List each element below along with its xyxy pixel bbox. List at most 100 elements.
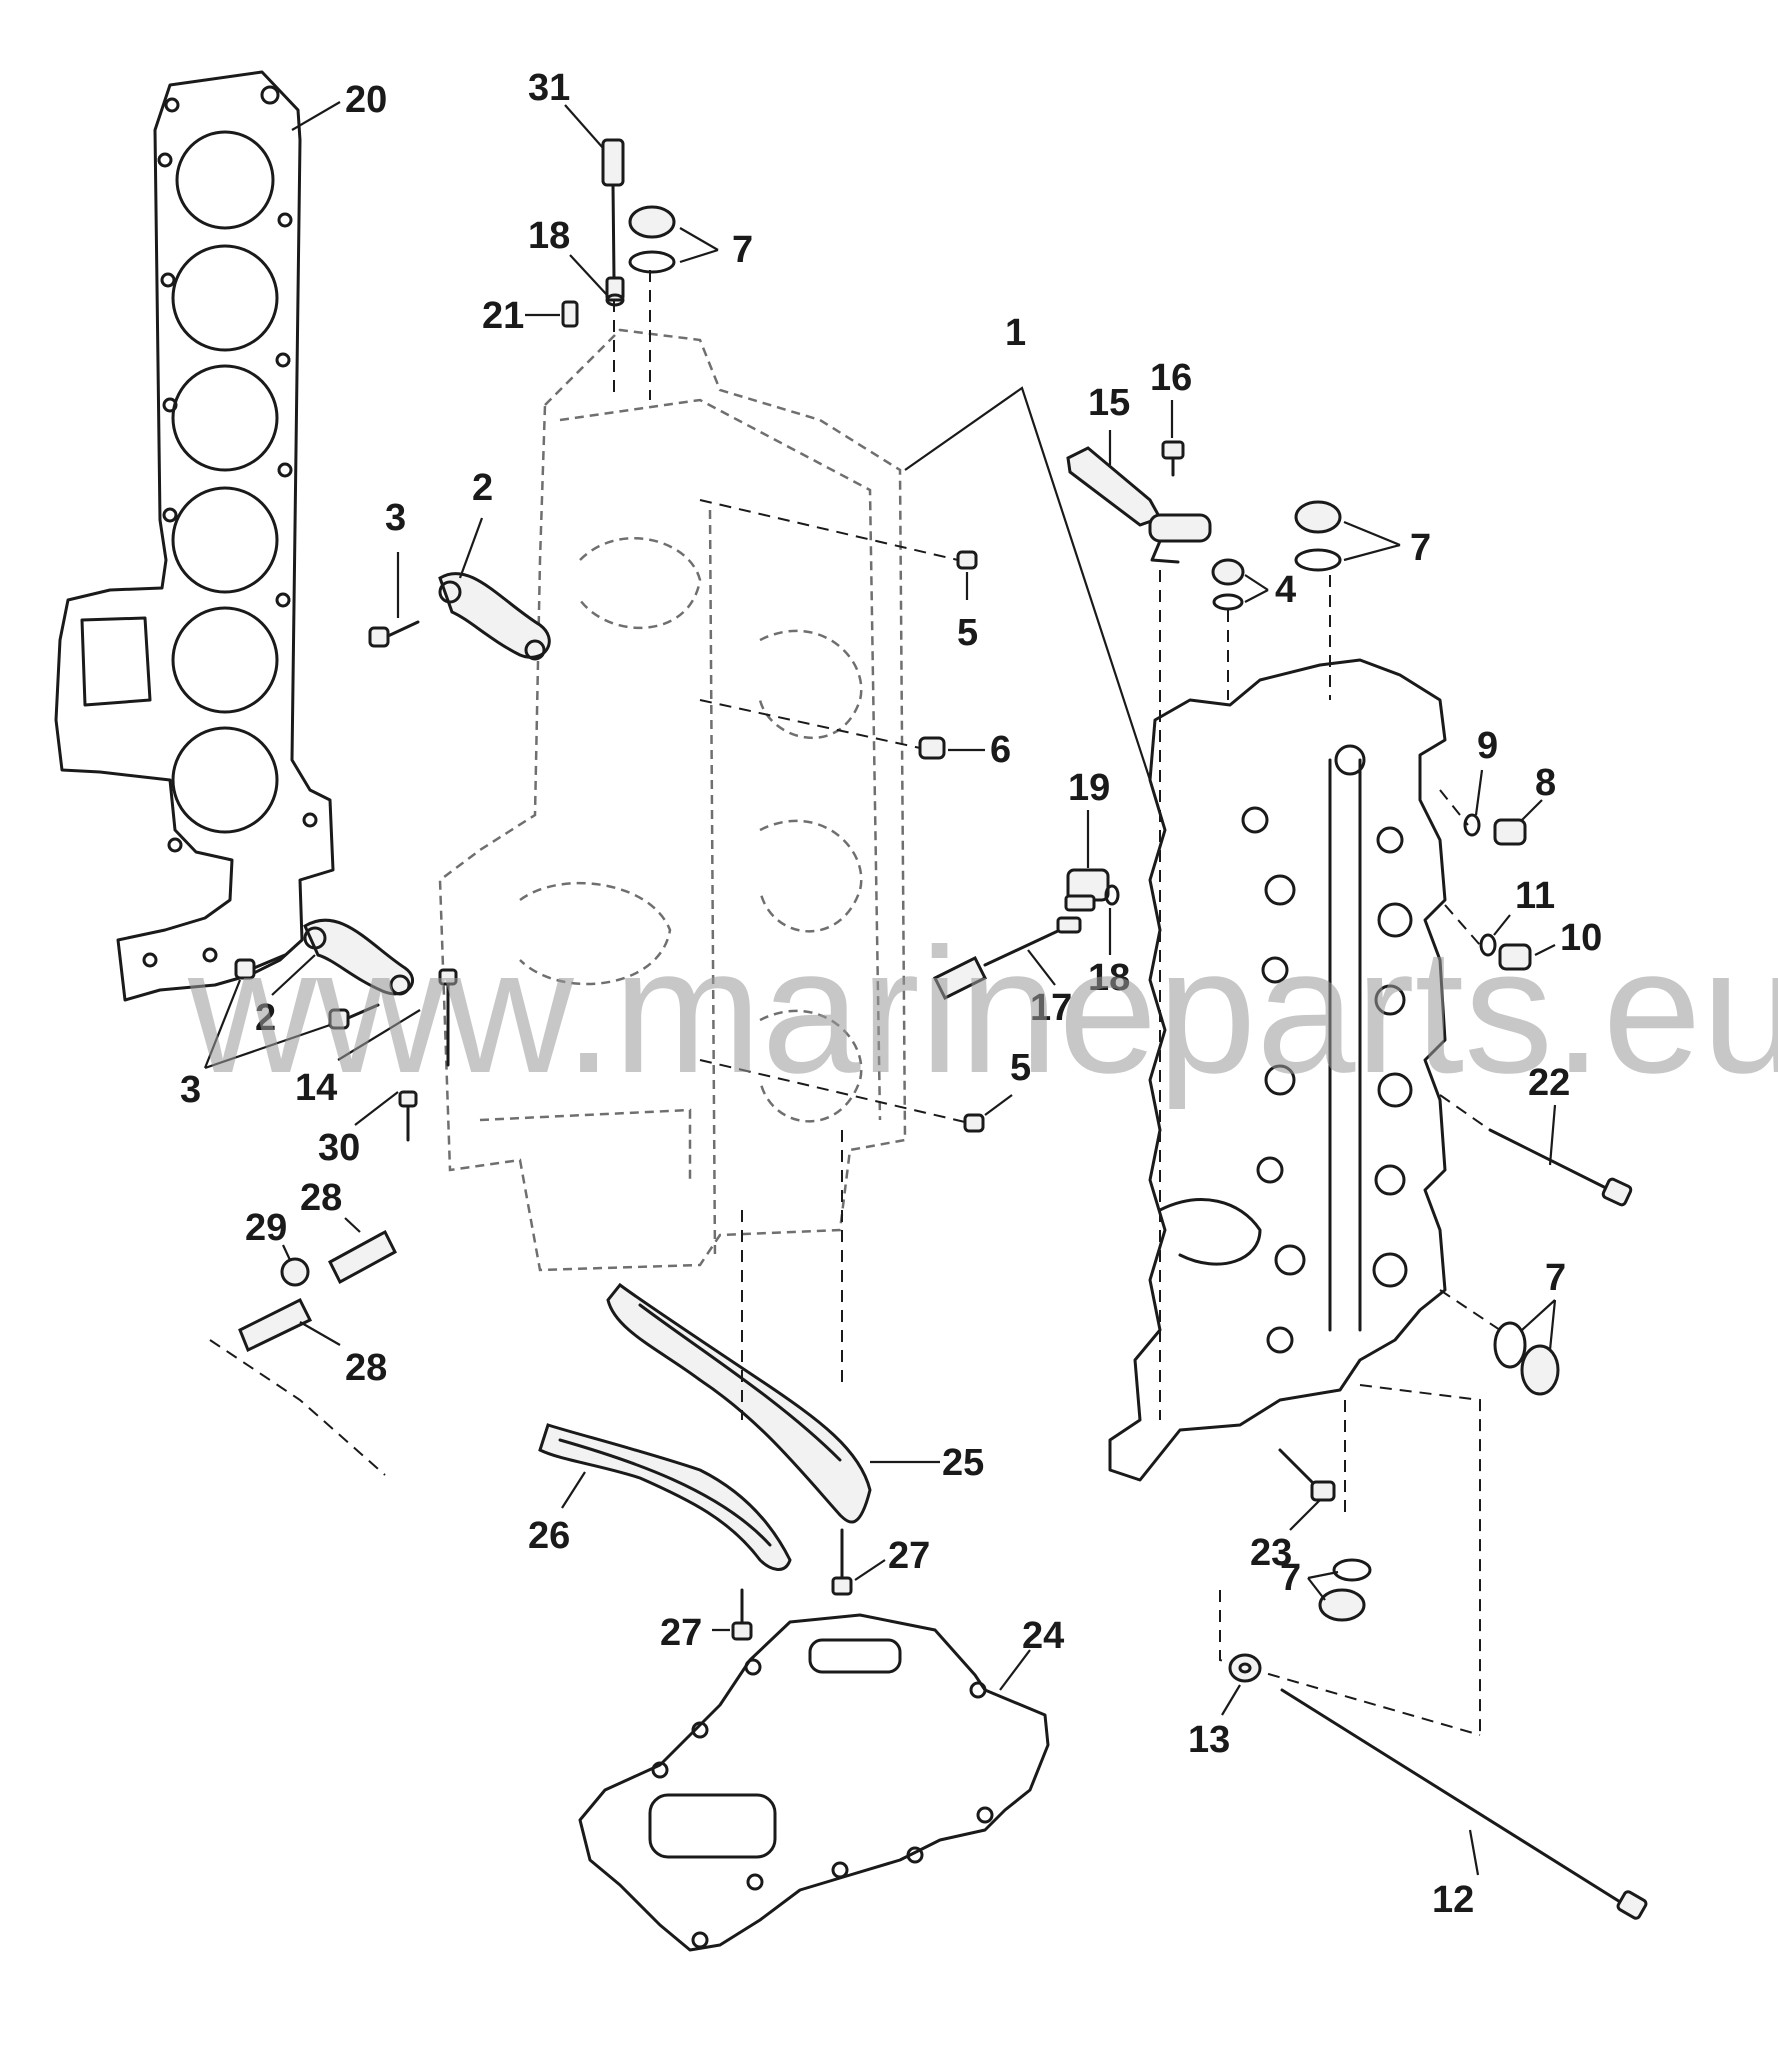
callout-27-right-label: 27 — [888, 1535, 930, 1577]
callout-6-label: 6 — [990, 729, 1011, 771]
callout-18-side: 18 — [1088, 908, 1130, 999]
plug-10 — [1498, 943, 1532, 971]
callout-17: 17 — [1027, 949, 1072, 1029]
callout-7-top: 7 — [679, 227, 753, 271]
callout-7-top-label: 7 — [732, 229, 753, 271]
bottom-bracket-dash — [1219, 1590, 1481, 1736]
cylinder-head-gasket — [54, 70, 335, 1002]
callout-5-lower: 5 — [984, 1047, 1031, 1116]
callout-3-lower: 3 — [180, 979, 331, 1111]
grommet-7-top — [628, 205, 676, 274]
callout-10-label: 10 — [1560, 917, 1602, 959]
callout-20-label: 20 — [345, 79, 387, 121]
sensor-axis-dash — [613, 270, 651, 400]
callout-18-top-label: 18 — [528, 215, 570, 257]
fitting-21 — [561, 300, 579, 328]
callout-2-lower-label: 2 — [255, 997, 276, 1039]
callout-29: 29 — [245, 1207, 291, 1261]
callout-27-left-label: 27 — [660, 1612, 702, 1654]
callout-7-side: 7 — [1521, 1257, 1566, 1351]
callout-5-upper: 5 — [957, 572, 978, 654]
callout-3-upper-label: 3 — [385, 497, 406, 539]
callout-17-label: 17 — [1030, 987, 1072, 1029]
bolt-23 — [1278, 1448, 1336, 1502]
washer-13 — [1228, 1653, 1262, 1683]
watermark: www.marineparts.eu — [187, 911, 1778, 1110]
crankshaft-bearing-cap-lower — [303, 918, 414, 996]
grommet-7-side-dash — [1359, 1289, 1501, 1735]
callout-16-label: 16 — [1150, 357, 1192, 399]
callout-28-upper: 28 — [300, 1177, 361, 1233]
callout-25: 25 — [870, 1442, 984, 1484]
callout-28-upper-label: 28 — [300, 1177, 342, 1219]
grommet-4 — [1211, 558, 1245, 611]
harness-17 — [932, 916, 1082, 1001]
chain-guide-25 — [606, 1282, 872, 1524]
callout-4-label: 4 — [1275, 569, 1296, 611]
callout-10: 10 — [1534, 917, 1602, 959]
grommet-7-bottom — [1318, 1558, 1372, 1622]
callout-24-label: 24 — [1022, 1615, 1064, 1657]
callout-28-lower-label: 28 — [345, 1347, 387, 1389]
grommet-7-right — [1294, 500, 1342, 572]
callout-7-side-label: 7 — [1545, 1257, 1566, 1299]
callout-7-right: 7 — [1343, 520, 1431, 569]
callout-28-lower: 28 — [299, 1321, 387, 1389]
callout-31-label: 31 — [528, 67, 570, 109]
callout-30: 30 — [318, 1091, 399, 1169]
callout-13-label: 13 — [1188, 1719, 1230, 1761]
callout-26-label: 26 — [528, 1515, 570, 1557]
callout-26: 26 — [528, 1471, 586, 1557]
cylinder-block-ghost — [438, 328, 907, 1272]
plug-8 — [1493, 818, 1527, 846]
callout-7-bottom: 7 — [1280, 1557, 1339, 1601]
callout-27-left: 27 — [660, 1612, 730, 1654]
sensor-19 — [1064, 868, 1110, 912]
callout-7-bottom-label: 7 — [1280, 1557, 1301, 1599]
callout-3-lower-label: 3 — [180, 1069, 201, 1111]
callout-9: 9 — [1474, 725, 1498, 816]
callout-14-label: 14 — [295, 1067, 337, 1109]
callout-5-lower-label: 5 — [1010, 1047, 1031, 1089]
dowel-5-upper — [956, 550, 978, 570]
callout-1-label: 1 — [1005, 312, 1026, 354]
callout-31: 31 — [528, 67, 604, 149]
callout-14: 14 — [295, 1009, 421, 1109]
head-bolt-22 — [1488, 1128, 1633, 1207]
callout-8-label: 8 — [1535, 762, 1556, 804]
stud-upper — [328, 1229, 397, 1285]
chain-guide-26 — [538, 1423, 792, 1571]
callout-12: 12 — [1432, 1829, 1480, 1921]
stud-axis-dash — [209, 1339, 386, 1476]
callout-19-label: 19 — [1068, 767, 1110, 809]
callout-12-label: 12 — [1432, 1879, 1474, 1921]
bearing-cap-bolt — [234, 620, 420, 1030]
callout-6: 6 — [948, 729, 1011, 771]
o-ring-9 — [1463, 813, 1481, 837]
bushing-6 — [918, 736, 946, 760]
nut-29 — [280, 1257, 310, 1287]
plug-axis-dash — [1439, 789, 1481, 946]
cylinder-head — [1108, 658, 1447, 1482]
callout-24: 24 — [999, 1615, 1064, 1691]
callout-15: 15 — [1088, 382, 1130, 465]
grommet-7-side — [1493, 1321, 1560, 1396]
guide-axis-dash — [741, 1130, 843, 1420]
callout-25-label: 25 — [942, 1442, 984, 1484]
callout-3-upper: 3 — [385, 497, 406, 618]
dowel-axis-dash — [699, 499, 966, 1123]
bolt-30 — [398, 1090, 418, 1142]
callout-11: 11 — [1493, 875, 1555, 936]
callout-8: 8 — [1521, 762, 1556, 821]
callout-21-label: 21 — [482, 295, 524, 337]
callout-23: 23 — [1250, 1499, 1321, 1574]
callout-5-upper-label: 5 — [957, 612, 978, 654]
callout-1: 1 — [904, 312, 1152, 781]
callout-11-label: 11 — [1515, 875, 1555, 917]
camshaft-position-sensor-15 — [1066, 446, 1212, 564]
callout-15-label: 15 — [1088, 382, 1130, 424]
callout-4: 4 — [1244, 569, 1296, 611]
bolt-27-left — [731, 1588, 753, 1641]
bolt-14 — [438, 968, 458, 1067]
